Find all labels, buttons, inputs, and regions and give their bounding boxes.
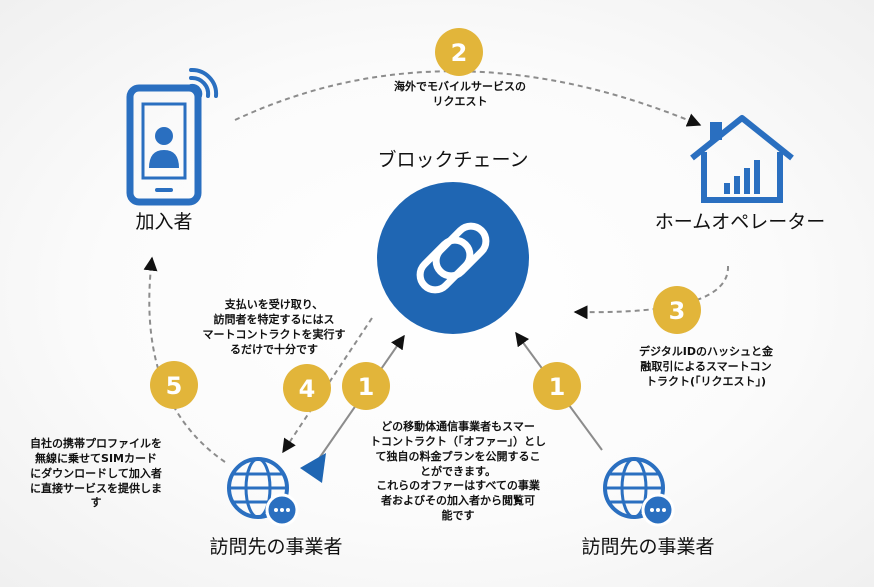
step-5-badge: 5 bbox=[150, 361, 198, 409]
arrow-subscriber-to-home bbox=[234, 70, 702, 127]
svg-text:1: 1 bbox=[358, 373, 375, 401]
step-3-badge: 3 bbox=[653, 286, 701, 334]
step-4-note: 支払いを受け取り、訪問者を特定するにはスマートコントラクトを実行するだけで十分で… bbox=[202, 298, 346, 356]
step-3-note: デジタルIDのハッシュと金融取引によるスマートコントラクト(「リクエスト」) bbox=[638, 345, 773, 388]
visited-operator-right-label: 訪問先の事業者 bbox=[581, 536, 715, 558]
step-4-badge: 4 bbox=[283, 364, 331, 412]
globe-gear-icon bbox=[227, 457, 299, 527]
signal-waves-icon bbox=[189, 67, 219, 98]
house-chart-icon bbox=[690, 115, 794, 203]
svg-text:1: 1 bbox=[549, 373, 566, 401]
arrow-home-to-blockchain bbox=[573, 265, 730, 320]
blockchain-title: ブロックチェーン bbox=[377, 149, 529, 171]
svg-text:4: 4 bbox=[299, 375, 316, 403]
chain-link-icon bbox=[416, 222, 490, 294]
step-1-right-badge: 1 bbox=[533, 362, 581, 410]
smartphone-user-icon bbox=[126, 84, 202, 206]
blue-pointer-icon bbox=[300, 453, 326, 483]
svg-text:2: 2 bbox=[451, 39, 468, 67]
globe-gear-icon bbox=[603, 457, 675, 527]
step-1-note: どの移動体通信事業者もスマートコントラクト（「オファー」）として独自の料金プラン… bbox=[370, 420, 546, 523]
blockchain-circle bbox=[377, 182, 529, 334]
step-2-badge: 2 bbox=[435, 28, 483, 76]
step-5-note: 自社の携帯プロファイルを無線に乗せてSIMカードにダウンロードして加入者に直接サ… bbox=[30, 437, 162, 510]
home-operator-label: ホームオペレーター bbox=[654, 211, 826, 233]
svg-text:3: 3 bbox=[669, 297, 686, 325]
step-2-note: 海外でモバイルサービスのリクエスト bbox=[394, 80, 526, 108]
visited-operator-left-label: 訪問先の事業者 bbox=[209, 536, 343, 558]
step-1-left-badge: 1 bbox=[342, 362, 390, 410]
svg-text:5: 5 bbox=[166, 372, 183, 400]
arrow-visited-left-to-subscriber bbox=[143, 256, 226, 463]
subscriber-label: 加入者 bbox=[135, 211, 193, 233]
